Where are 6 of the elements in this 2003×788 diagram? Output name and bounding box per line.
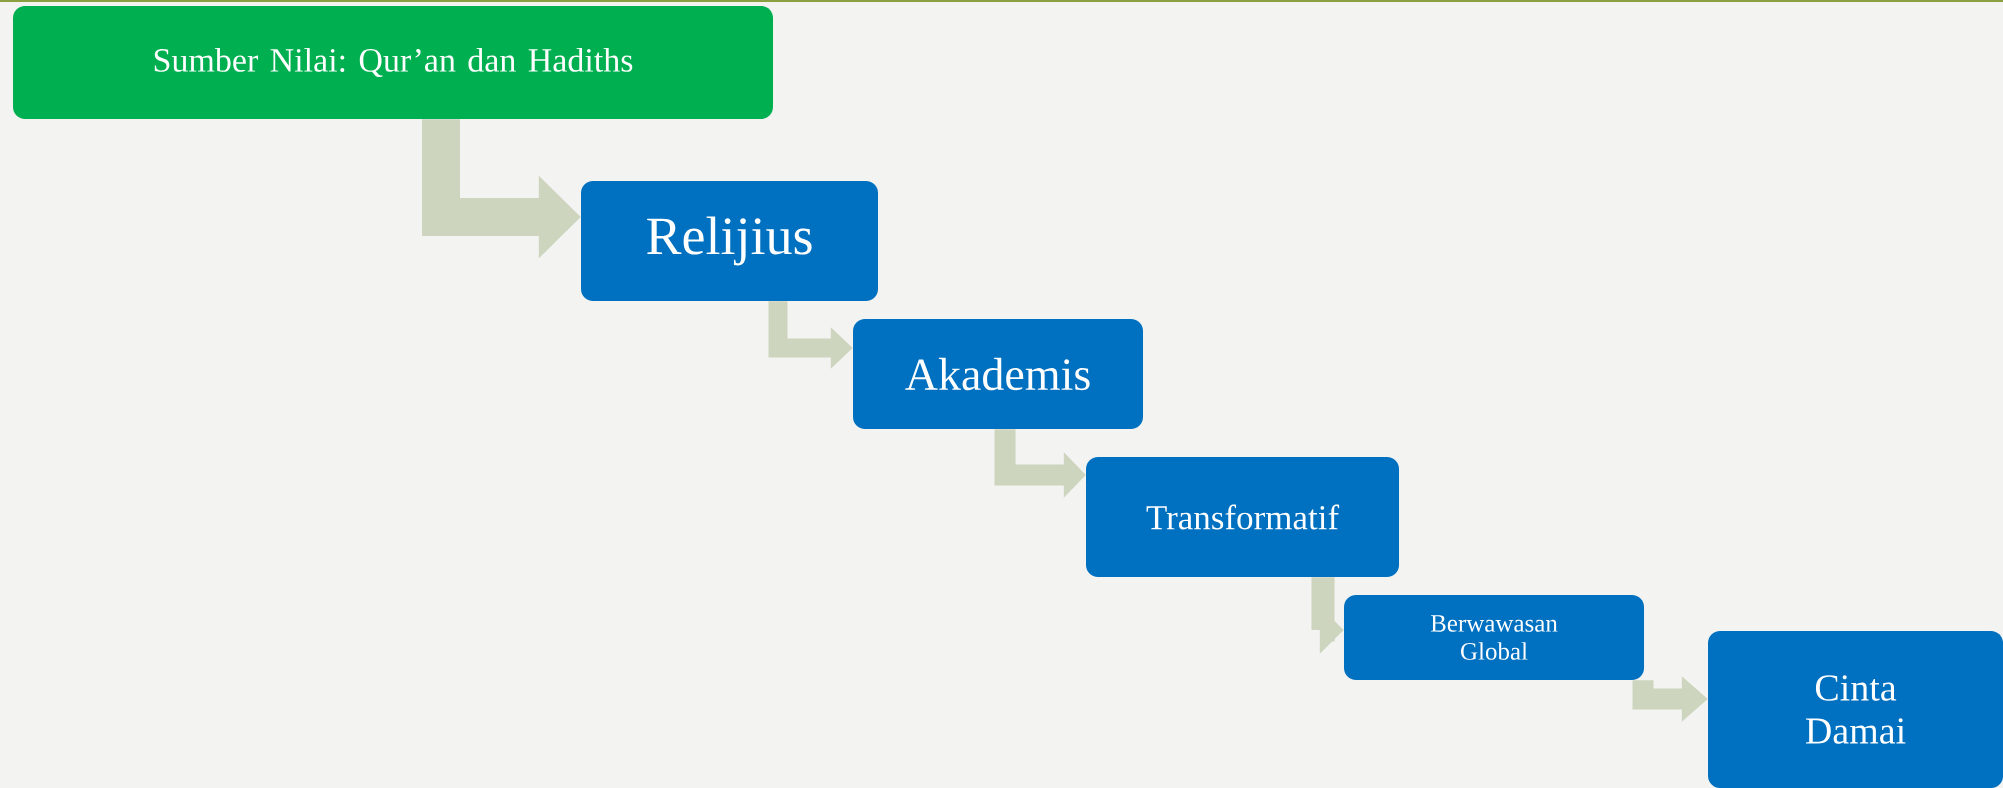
value-box: Akademis xyxy=(853,319,1143,429)
value-box: Relijius xyxy=(581,181,878,301)
value-box: Berwawasan Global xyxy=(1344,595,1644,680)
value-box: Transformatif xyxy=(1086,457,1399,577)
source-box: Sumber Nilai: Qur’an dan Hadiths xyxy=(13,6,773,119)
value-box: Cinta Damai xyxy=(1708,631,2003,788)
